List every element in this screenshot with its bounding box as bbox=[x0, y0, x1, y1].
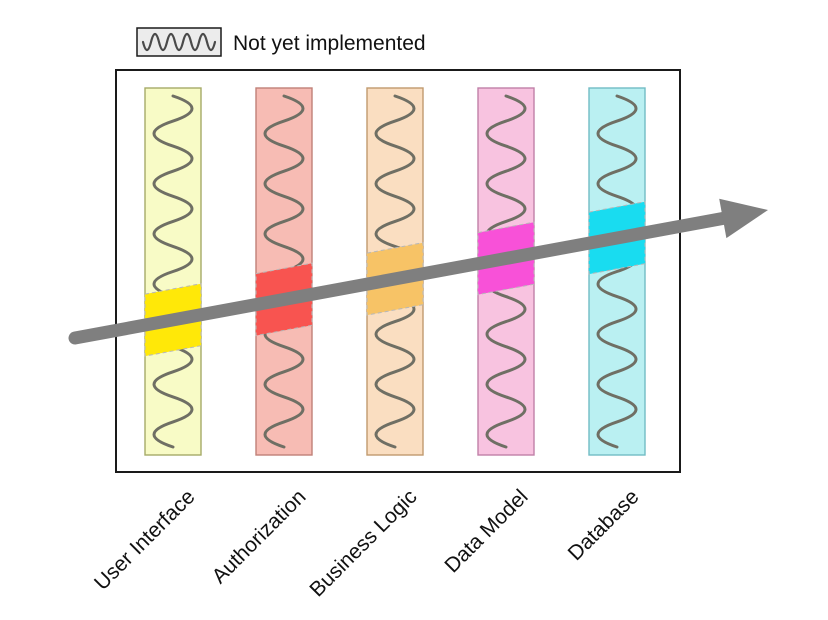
legend-swatch bbox=[136, 27, 222, 57]
squiggle-icon bbox=[152, 94, 194, 449]
column-label: Data Model bbox=[440, 485, 532, 577]
arrow-head-icon bbox=[719, 198, 768, 239]
legend-label: Not yet implemented bbox=[233, 32, 426, 55]
column-group: User Interface bbox=[90, 87, 202, 595]
progress-arrow bbox=[68, 198, 768, 345]
arrow-shaft bbox=[68, 211, 735, 345]
legend: Not yet implemented bbox=[136, 27, 426, 57]
column-label: Authorization bbox=[208, 485, 311, 588]
squiggle-icon bbox=[596, 94, 638, 449]
legend-squiggle-icon bbox=[141, 32, 217, 52]
column-label: Database bbox=[564, 485, 644, 565]
column-label: Business Logic bbox=[305, 485, 421, 601]
column-label: User Interface bbox=[90, 485, 200, 595]
